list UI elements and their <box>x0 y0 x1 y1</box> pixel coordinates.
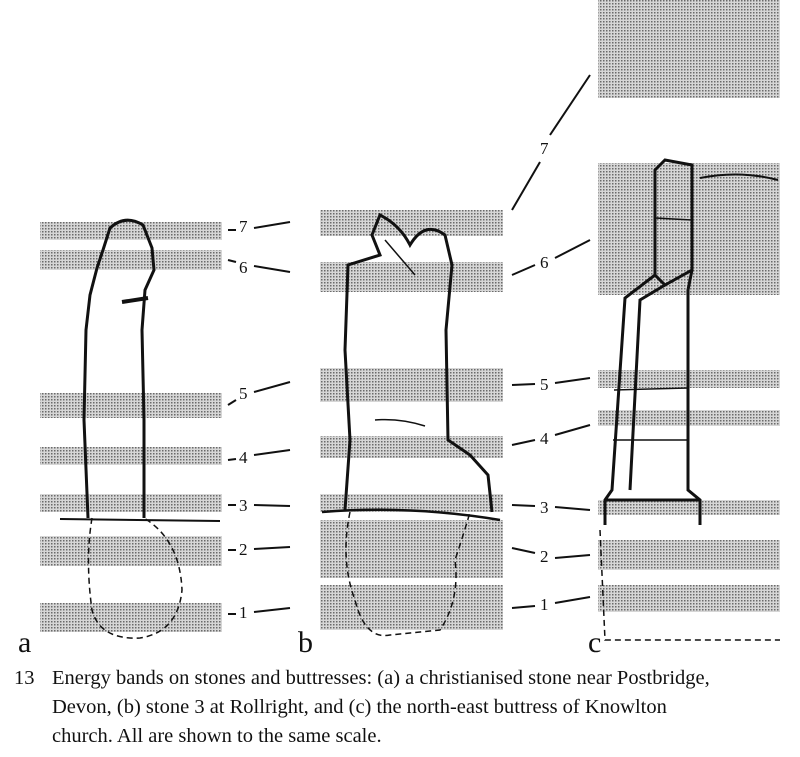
band-label: 3 <box>540 498 549 517</box>
band-c-7 <box>598 0 780 98</box>
band-a-5 <box>40 393 222 418</box>
leader-lines <box>227 74 591 615</box>
band-label: 7 <box>540 139 549 158</box>
band-label: 1 <box>540 595 549 614</box>
panel-letter-a: a <box>18 626 31 659</box>
band-c-3 <box>598 500 780 515</box>
band-a-3 <box>40 494 222 512</box>
band-c-6 <box>598 163 780 295</box>
band-b-1 <box>320 585 503 630</box>
band-label: 3 <box>239 496 248 515</box>
band-labels-a: 7 6 5 4 3 2 1 <box>239 217 248 622</box>
band-label: 2 <box>239 540 248 559</box>
figure-number: 13 <box>14 667 35 689</box>
band-a-1 <box>40 603 222 632</box>
panel-letter-b: b <box>298 626 313 659</box>
band-label: 1 <box>239 603 248 622</box>
stone-a-drawing <box>59 218 221 639</box>
band-b-3 <box>320 494 503 512</box>
buttress-c-drawing <box>599 158 780 641</box>
panel-letter-c: c <box>588 626 601 659</box>
band-a-4 <box>40 447 222 465</box>
band-label: 2 <box>540 547 549 566</box>
band-b-4 <box>320 436 503 458</box>
figure-caption: 13 Energy bands on stones and buttresses:… <box>14 664 794 751</box>
band-label: 7 <box>239 217 248 236</box>
band-label: 5 <box>540 375 549 394</box>
band-c-2 <box>598 540 780 570</box>
band-a-2 <box>40 536 222 566</box>
band-a-6 <box>40 250 222 270</box>
panel-b-bands <box>320 210 503 630</box>
caption-line-3: church. All are shown to the same scale. <box>52 725 382 747</box>
caption-line-2: Devon, (b) stone 3 at Rollright, and (c)… <box>52 696 667 718</box>
band-labels-bc: 7 6 5 4 3 2 1 <box>540 139 549 614</box>
stone-b-drawing <box>321 212 501 637</box>
band-b-2 <box>320 520 503 578</box>
band-label: 4 <box>239 448 248 467</box>
panel-a-bands <box>40 222 222 632</box>
band-label: 5 <box>239 384 248 403</box>
energy-bands-diagram: 7 6 5 4 3 2 1 7 6 5 4 3 2 1 a b c <box>18 0 780 659</box>
band-b-6 <box>320 262 503 292</box>
band-a-7 <box>40 222 222 240</box>
band-label: 6 <box>239 258 248 277</box>
band-label: 6 <box>540 253 549 272</box>
band-b-7 <box>320 210 503 236</box>
band-c-1 <box>598 585 780 612</box>
band-label: 4 <box>540 429 549 448</box>
caption-line-1: Energy bands on stones and buttresses: (… <box>52 667 710 689</box>
band-b-5 <box>320 368 503 402</box>
